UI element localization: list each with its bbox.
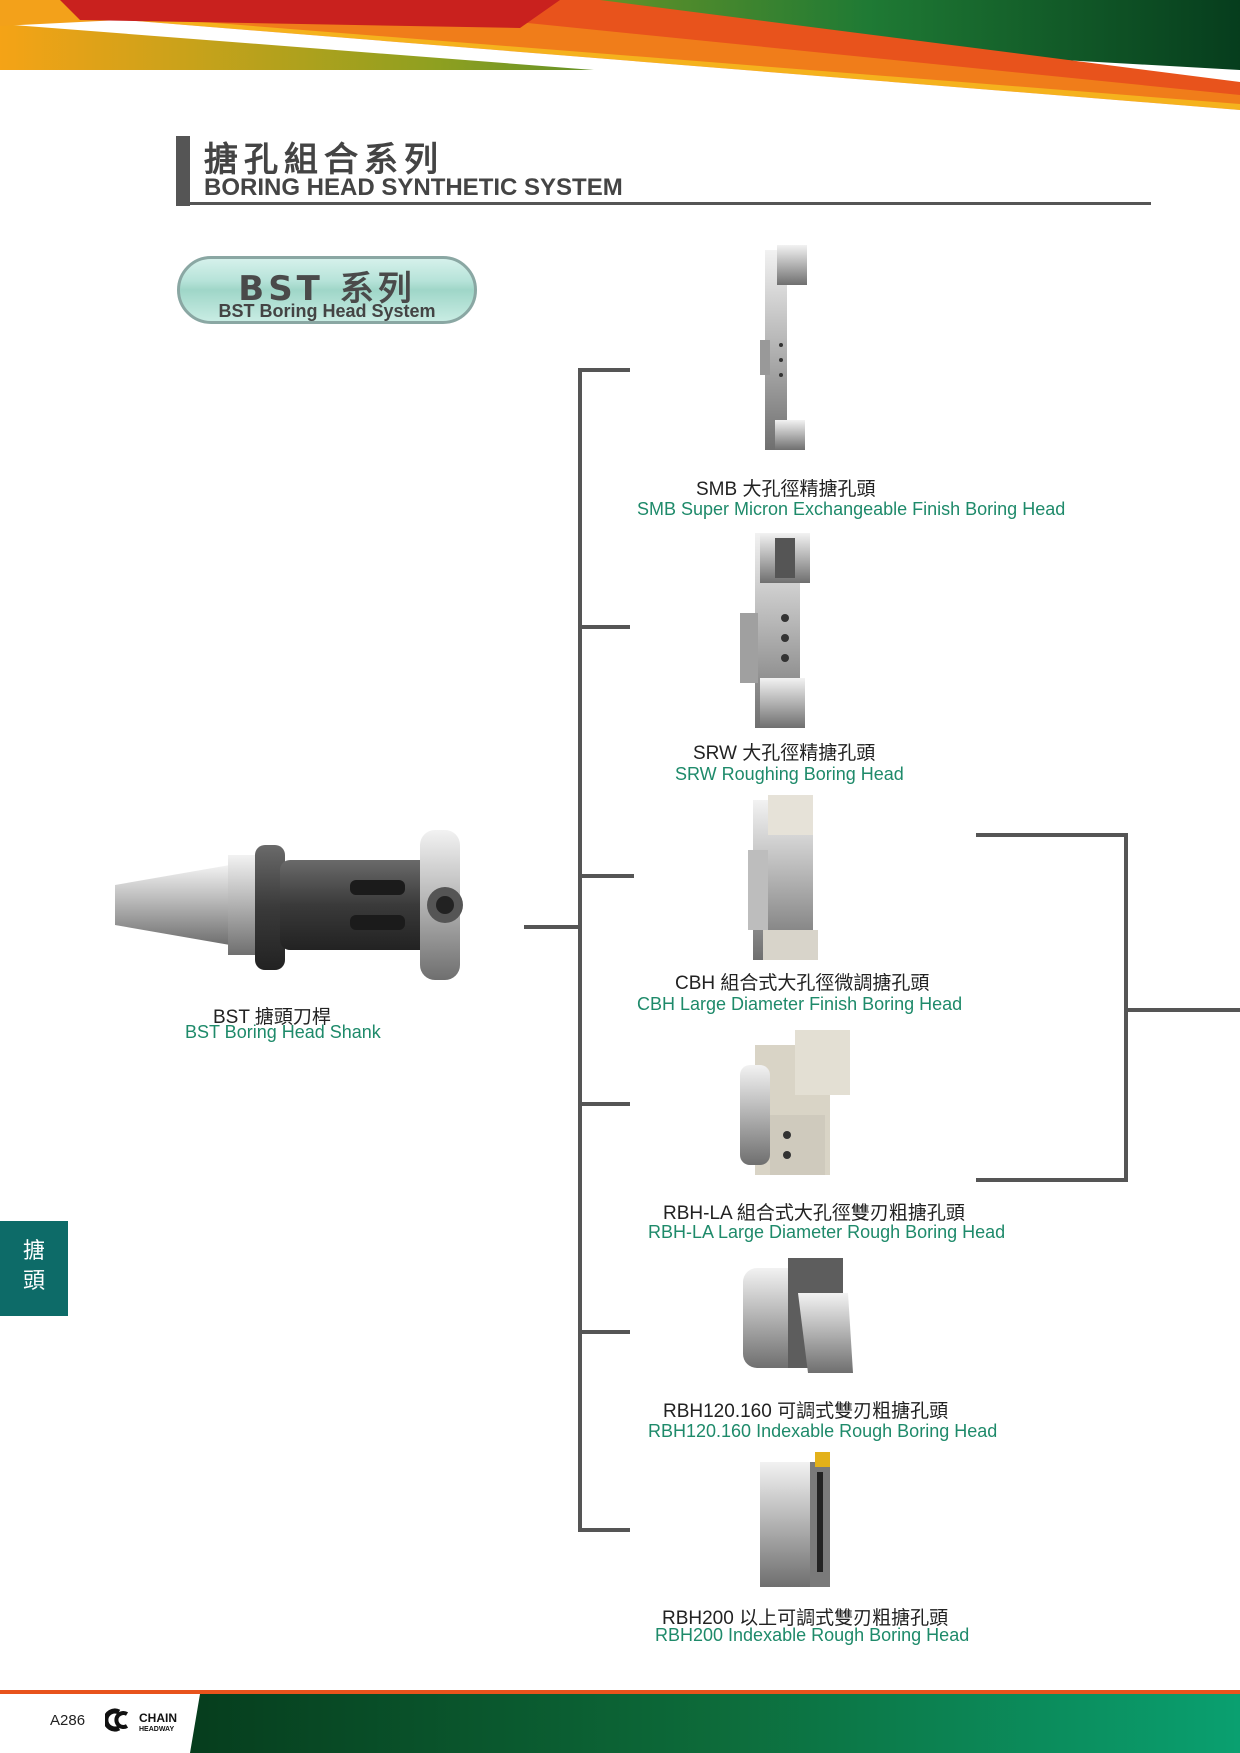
shank-label-cn: BST 搪頭刀桿 <box>213 1007 331 1028</box>
srw-label-cn: SRW 大孔徑精搪孔頭 <box>693 743 876 764</box>
header-rule <box>176 202 1151 205</box>
page-title-cn: 搪孔組合系列 <box>204 140 444 180</box>
rbh-la-label-en: RBH-LA Large Diameter Rough Boring Head <box>648 1222 1006 1242</box>
logo-brand-subtext: HEADWAY <box>139 1726 174 1733</box>
cbh-boring-head-image <box>748 795 818 960</box>
srw-boring-head-image <box>740 533 810 728</box>
smb-label-cn: SMB 大孔徑精搪孔頭 <box>696 479 876 500</box>
series-title-en: BST Boring Head System <box>218 301 436 321</box>
top-banner <box>0 0 1240 120</box>
rbh-la-boring-head-image <box>740 1030 850 1175</box>
series-title-cn: BST 系列 <box>238 269 416 309</box>
series-badge: BST 系列 BST Boring Head System <box>177 256 477 324</box>
cbh-label-cn: CBH 組合式大孔徑微調搪孔頭 <box>675 973 930 994</box>
section-side-tab: 搪 頭 <box>0 1221 68 1316</box>
rbh120-label-cn: RBH120.160 可調式雙刃粗搪孔頭 <box>663 1401 949 1422</box>
logo-brand-text: CHAIN <box>139 1711 177 1725</box>
srw-label-en: SRW Roughing Boring Head <box>675 764 904 784</box>
footer-banner <box>0 1690 1240 1753</box>
side-tab-line1: 搪 <box>22 1239 45 1264</box>
smb-label-en: SMB Super Micron Exchangeable Finish Bor… <box>637 499 1066 519</box>
chain-headway-logo: CHAIN HEADWAY <box>105 1708 177 1733</box>
rbh200-label-cn: RBH200 以上可調式雙刃粗搪孔頭 <box>662 1608 949 1629</box>
cbh-label-en: CBH Large Diameter Finish Boring Head <box>637 994 963 1014</box>
page-title-en: BORING HEAD SYNTHETIC SYSTEM <box>204 174 623 201</box>
rbh200-label-en: RBH200 Indexable Rough Boring Head <box>655 1625 970 1645</box>
side-tab-line2: 頭 <box>22 1269 45 1294</box>
header-accent-bar <box>176 136 190 206</box>
rbh120-label-en: RBH120.160 Indexable Rough Boring Head <box>648 1421 998 1441</box>
smb-boring-head-image <box>760 245 807 450</box>
page-number: A286 <box>50 1712 86 1729</box>
rbh200-boring-head-image <box>760 1452 830 1587</box>
bst-shank-image <box>115 830 463 980</box>
shank-label-en: BST Boring Head Shank <box>185 1022 381 1042</box>
rbh-la-label-cn: RBH-LA 組合式大孔徑雙刃粗搪孔頭 <box>663 1203 965 1224</box>
rbh120-boring-head-image <box>743 1258 853 1373</box>
